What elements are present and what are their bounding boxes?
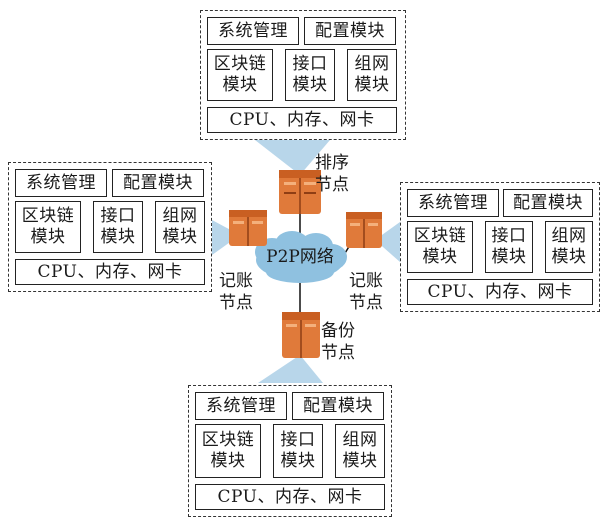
- server-icon-backup: [282, 312, 320, 358]
- hardware-box: CPU、内存、网卡: [195, 484, 385, 510]
- node-label-ordering: 排序 节点: [315, 153, 349, 195]
- config-module-box: 配置模块: [304, 17, 396, 45]
- node-panel-right: 系统管理 配置模块 区块链 模块 接口 模块 组网 模块 CPU、内存、网卡: [400, 182, 600, 312]
- node-panel-bottom: 系统管理 配置模块 区块链 模块 接口 模块 组网 模块 CPU、内存、网卡: [188, 385, 392, 517]
- interface-module-box: 接口 模块: [285, 49, 335, 101]
- beam-bottom: [258, 355, 323, 383]
- node-label-backup: 备份 节点: [321, 321, 355, 363]
- beam-top: [255, 140, 330, 175]
- system-management-box: 系统管理: [15, 169, 107, 197]
- server-icon-ledger-left: [229, 210, 267, 246]
- node-panel-top: 系统管理 配置模块 区块链 模块 接口 模块 组网 模块 CPU、内存、网卡: [200, 10, 406, 140]
- server-icon-ledger-right: [346, 212, 382, 248]
- hardware-box: CPU、内存、网卡: [407, 279, 593, 305]
- blockchain-module-box: 区块链 模块: [407, 221, 473, 273]
- system-management-box: 系统管理: [207, 17, 299, 45]
- interface-module-box: 接口 模块: [273, 424, 323, 478]
- network-module-box: 组网 模块: [155, 201, 205, 253]
- network-module-box: 组网 模块: [545, 221, 593, 273]
- interface-module-box: 接口 模块: [93, 201, 143, 253]
- network-label: P2P网络: [266, 247, 334, 267]
- config-module-box: 配置模块: [503, 189, 593, 217]
- system-management-box: 系统管理: [407, 189, 499, 217]
- blockchain-module-box: 区块链 模块: [195, 424, 261, 478]
- network-module-box: 组网 模块: [347, 49, 397, 101]
- server-icon-ordering: [279, 170, 321, 214]
- interface-module-box: 接口 模块: [485, 221, 533, 273]
- system-management-box: 系统管理: [195, 392, 287, 420]
- beam-right: [375, 222, 400, 262]
- blockchain-module-box: 区块链 模块: [207, 49, 273, 101]
- node-panel-left: 系统管理 配置模块 区块链 模块 接口 模块 组网 模块 CPU、内存、网卡: [8, 162, 212, 292]
- network-module-box: 组网 模块: [335, 424, 385, 478]
- node-label-ledger-right: 记账 节点: [349, 271, 383, 313]
- hardware-box: CPU、内存、网卡: [207, 107, 397, 133]
- config-module-box: 配置模块: [292, 392, 384, 420]
- config-module-box: 配置模块: [112, 169, 204, 197]
- hardware-box: CPU、内存、网卡: [15, 259, 205, 285]
- node-label-ledger-left: 记账 节点: [219, 271, 253, 313]
- beam-left: [212, 220, 240, 255]
- blockchain-module-box: 区块链 模块: [15, 201, 81, 253]
